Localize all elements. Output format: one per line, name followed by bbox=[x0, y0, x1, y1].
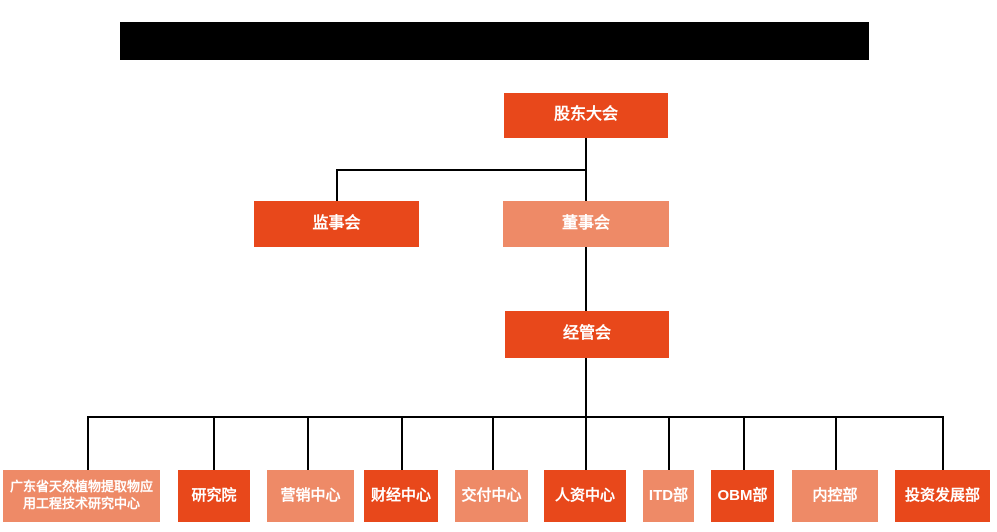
node-dept-itd: ITD部 bbox=[643, 470, 694, 522]
connector-line bbox=[401, 416, 403, 470]
node-dept-research-institute: 研究院 bbox=[178, 470, 250, 522]
node-dept-internal-control: 内控部 bbox=[792, 470, 878, 522]
connector-line bbox=[213, 416, 215, 470]
connector-line bbox=[307, 416, 309, 470]
connector-line bbox=[336, 169, 587, 171]
connector-line bbox=[668, 416, 670, 470]
connector-line bbox=[585, 169, 587, 201]
connector-line bbox=[743, 416, 745, 470]
node-dept-obm: OBM部 bbox=[711, 470, 774, 522]
connector-line bbox=[87, 416, 944, 418]
connector-line bbox=[585, 358, 587, 416]
node-dept-finance-center: 财经中心 bbox=[364, 470, 438, 522]
node-dept-hr-center: 人资中心 bbox=[544, 470, 626, 522]
node-dept-delivery-center: 交付中心 bbox=[455, 470, 528, 522]
node-dept-investment-development: 投资发展部 bbox=[895, 470, 990, 522]
node-board-of-directors: 董事会 bbox=[503, 201, 669, 247]
node-dept-marketing-center: 营销中心 bbox=[267, 470, 354, 522]
connector-line bbox=[585, 247, 587, 311]
connector-line bbox=[336, 169, 338, 201]
node-dept-research-center: 广东省天然植物提取物应用工程技术研究中心 bbox=[3, 470, 160, 522]
connector-line bbox=[585, 138, 587, 169]
connector-line bbox=[492, 416, 494, 470]
connector-line bbox=[87, 416, 89, 470]
node-shareholders-meeting: 股东大会 bbox=[504, 93, 668, 138]
node-supervisory-board: 监事会 bbox=[254, 201, 419, 247]
redacted-title-bar bbox=[120, 22, 869, 60]
connector-line bbox=[942, 416, 944, 470]
connector-line bbox=[835, 416, 837, 470]
connector-line bbox=[585, 416, 587, 470]
node-management-committee: 经管会 bbox=[505, 311, 669, 358]
